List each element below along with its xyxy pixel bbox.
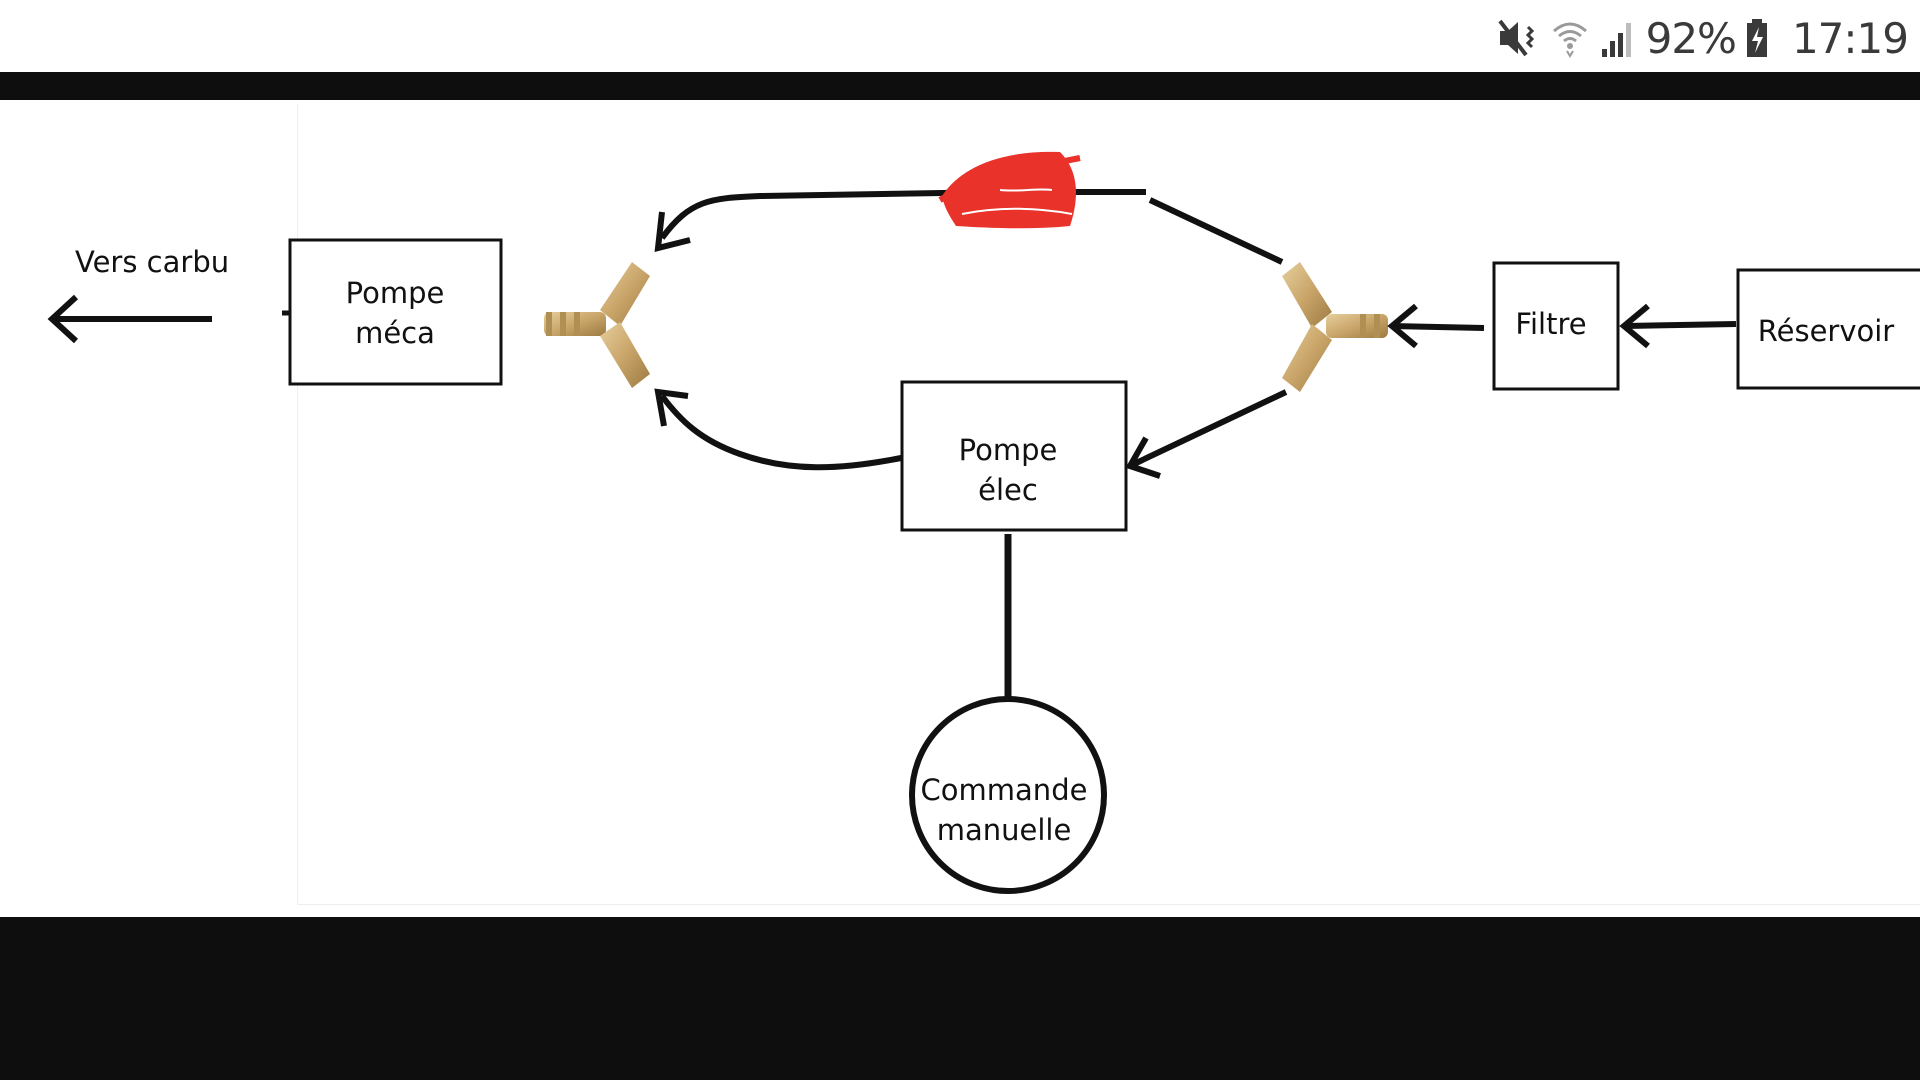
battery-percent: 92% bbox=[1645, 13, 1737, 63]
pompe-elec-box: Pompe élec bbox=[900, 380, 1128, 532]
image-border bbox=[297, 104, 1920, 905]
wifi-icon bbox=[1552, 22, 1587, 58]
top-bypass-line bbox=[654, 189, 1284, 265]
mute-vibrate-icon bbox=[1498, 19, 1534, 57]
left-y-fitting bbox=[544, 262, 650, 388]
elec-to-left-y-line bbox=[654, 388, 902, 471]
clock: 17:19 bbox=[1791, 13, 1909, 63]
label-vers-carbu: Vers carbu bbox=[75, 245, 229, 279]
reservoir-box: Réservoir bbox=[1736, 268, 1920, 390]
pompe-meca-line2: méca bbox=[355, 316, 435, 350]
right-y-to-elec-line bbox=[1125, 389, 1288, 479]
filtre-label: Filtre bbox=[1515, 307, 1586, 341]
pompe-elec-line2: élec bbox=[978, 473, 1038, 507]
bottom-letterbox bbox=[0, 917, 1920, 1080]
commande-line1: Commande bbox=[921, 773, 1088, 807]
signal-icon bbox=[1601, 23, 1631, 57]
reservoir-to-filtre-arrow bbox=[1619, 303, 1737, 349]
filtre-box: Filtre bbox=[1492, 261, 1620, 391]
battery-charging-icon bbox=[1746, 19, 1767, 57]
pompe-elec-line1: Pompe bbox=[959, 433, 1058, 467]
commande-manuelle-circle: Commande manuelle bbox=[909, 696, 1107, 894]
status-bar: 92% 17:19 bbox=[0, 0, 1920, 72]
red-scribble-annotation bbox=[938, 151, 1081, 229]
commande-line2: manuelle bbox=[937, 813, 1072, 847]
pompe-meca-line1: Pompe bbox=[346, 276, 445, 310]
reservoir-label: Réservoir bbox=[1758, 314, 1895, 348]
arrow-to-carbu bbox=[47, 294, 290, 344]
right-y-fitting bbox=[1282, 262, 1388, 392]
status-icons: 92% 17:19 bbox=[1496, 8, 1909, 68]
pompe-meca-box: Pompe méca bbox=[288, 238, 503, 386]
top-letterbox bbox=[0, 72, 1920, 100]
filtre-to-y-arrow bbox=[1387, 303, 1485, 349]
